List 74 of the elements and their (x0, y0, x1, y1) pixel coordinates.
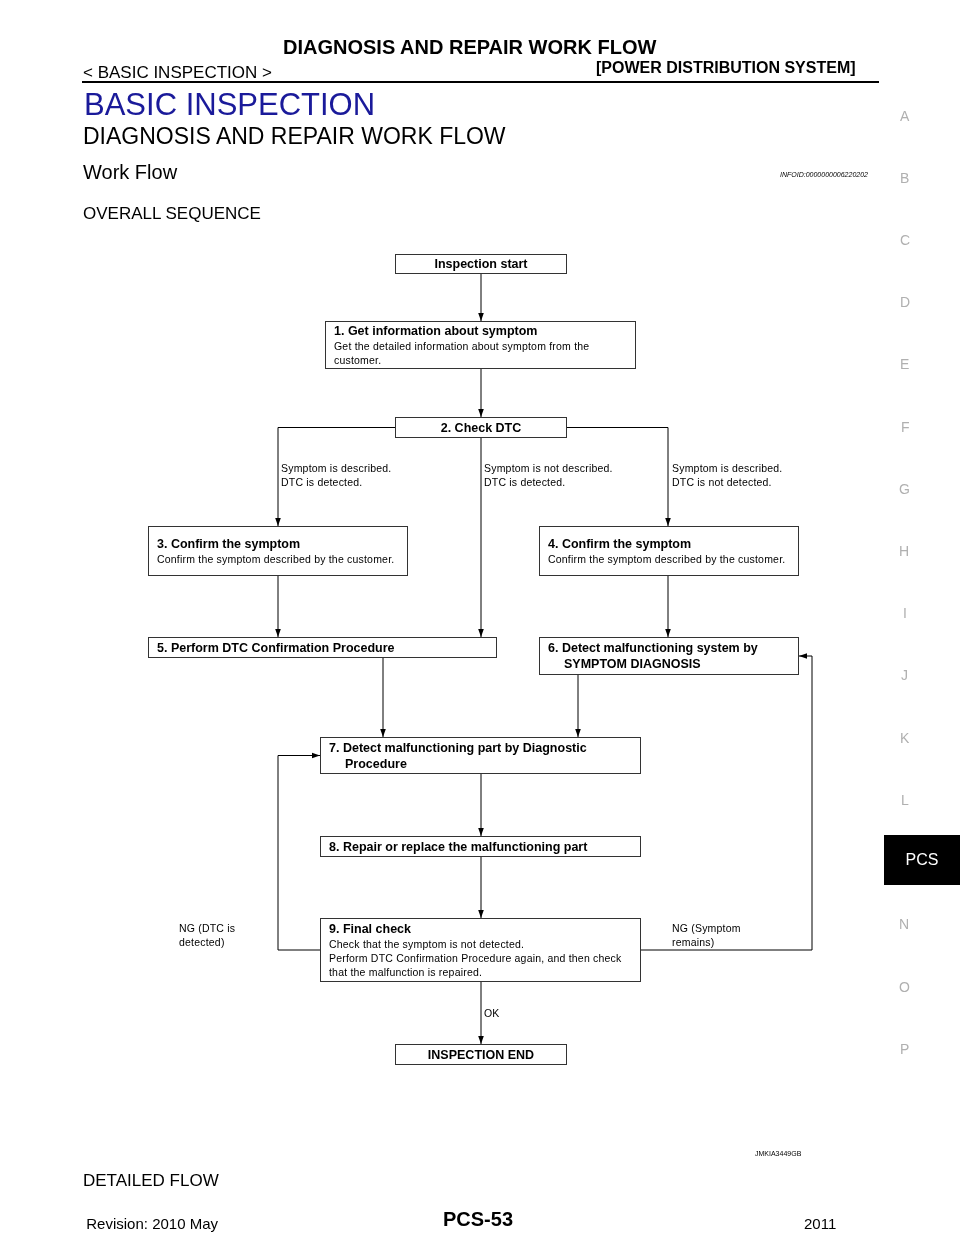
page-text: DIAGNOSIS AND REPAIR WORK FLOW (83, 122, 506, 151)
page-text: < BASIC INSPECTION > (83, 62, 272, 84)
step-heading: INSPECTION END (427, 1046, 535, 1063)
step-heading: 9. Final check (329, 921, 411, 937)
edge-label: OK (484, 1006, 501, 1020)
process-box (320, 918, 641, 982)
index-letter: H (899, 542, 910, 561)
index-letter: K (900, 729, 910, 748)
edge-label: Symptom is described. DTC is detected. (281, 461, 393, 489)
step-heading: 6. Detect malfunctioning system by SYMPTOM DIAGNOSIS (548, 640, 759, 672)
index-letter: L (901, 791, 909, 810)
arrow (665, 575, 671, 638)
page-text: BASIC INSPECTION (84, 86, 376, 124)
process-box (320, 737, 641, 774)
page-header-title: DIAGNOSIS AND REPAIR WORK FLOW (283, 35, 657, 60)
section-tab: PCS (884, 835, 960, 885)
arrow (478, 981, 484, 1045)
index-letter: O (899, 978, 910, 997)
process-box (395, 254, 567, 274)
arrow (478, 273, 484, 322)
arrow (640, 653, 813, 951)
step-description: Confirm the symptom described by the customer. (157, 552, 395, 566)
index-letter: C (900, 231, 911, 250)
edge-label: NG (Symptom remains) (672, 921, 742, 949)
page-text: OVERALL SEQUENCE (83, 203, 261, 225)
process-box (320, 836, 641, 857)
step-heading: 5. Perform DTC Confirmation Procedure (157, 639, 395, 656)
process-box (395, 417, 567, 438)
process-box (325, 321, 636, 369)
index-letter: P (900, 1040, 910, 1059)
arrow (478, 773, 484, 837)
page-text: PCS-53 (443, 1207, 514, 1232)
process-box (539, 637, 799, 675)
step-description: Confirm the symptom described by the customer. (548, 552, 786, 566)
index-letter: D (900, 293, 911, 312)
index-letter: A (900, 107, 910, 126)
page-text: Revision: 2010 May (85, 1214, 218, 1234)
arrow (275, 575, 281, 638)
page-text: [POWER DISTRIBUTION SYSTEM] (596, 58, 856, 78)
step-description: Check that the symptom is not detected. (329, 937, 525, 951)
process-box (148, 526, 408, 576)
step-heading: 8. Repair or replace the malfunctioning part (329, 838, 588, 855)
arrow (575, 674, 581, 738)
step-heading: Inspection start (434, 256, 528, 272)
step-description: Get the detailed information about symptom from the customer. (334, 339, 591, 367)
step-heading: 4. Confirm the symptom (548, 536, 692, 552)
step-heading: 1. Get information about symptom (334, 323, 538, 339)
arrow (380, 657, 386, 738)
arrow (478, 437, 484, 638)
step-heading: 3. Confirm the symptom (157, 536, 301, 552)
arrow (277, 752, 321, 951)
index-letter: G (899, 480, 910, 499)
process-box (395, 1044, 567, 1065)
index-letter: F (901, 418, 910, 437)
index-letter: N (899, 915, 910, 934)
index-letter: I (903, 604, 907, 623)
edge-label: Symptom is not described. DTC is detected. (484, 461, 614, 489)
edge-label: NG (DTC is detected) (179, 921, 237, 949)
step-heading: 7. Detect malfunctioning part by Diagnostic Procedure (329, 739, 588, 772)
process-box (148, 637, 497, 658)
step-heading: 2. Check DTC (440, 419, 522, 436)
page-text: 2011 (804, 1214, 837, 1234)
index-letter: J (901, 666, 908, 685)
arrow (478, 856, 484, 919)
process-box (539, 526, 799, 576)
index-letter: B (900, 169, 910, 188)
step-description: Perform DTC Confirmation Procedure again, and then check that the malfunction is repaired. (329, 951, 623, 979)
edge-label: Symptom is described. DTC is not detected. (672, 461, 784, 489)
arrow (275, 427, 396, 527)
index-letter: E (900, 355, 910, 374)
arrow (478, 368, 484, 418)
page-text: Work Flow (83, 160, 178, 185)
page-text: DETAILED FLOW (83, 1170, 219, 1192)
arrow (566, 427, 671, 527)
